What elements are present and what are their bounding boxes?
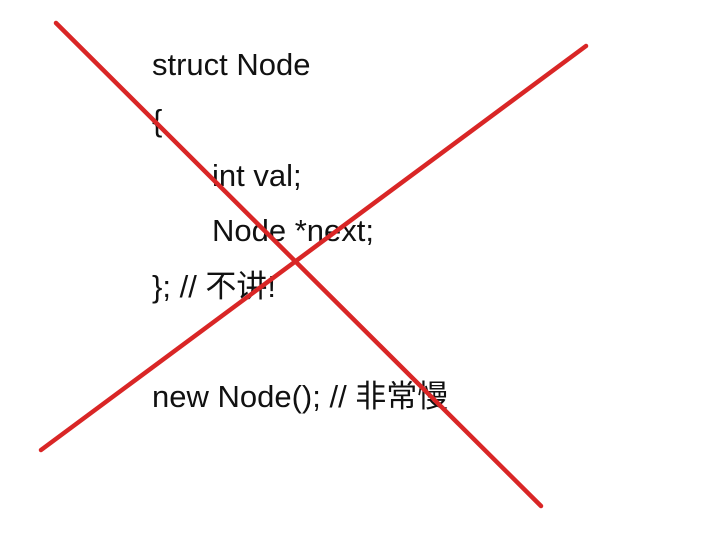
code-line-close-brace-comment: }; // 不讲! xyxy=(152,269,277,304)
code-line-new-node-comment: new Node(); // 非常慢 xyxy=(152,379,449,414)
code-line-struct-declaration: struct Node xyxy=(152,47,311,82)
code-line-val-member: int val; xyxy=(212,158,302,193)
code-line-next-member: Node *next; xyxy=(212,213,374,248)
cross-stroke-descending xyxy=(53,20,544,509)
code-line-open-brace: { xyxy=(152,103,163,138)
